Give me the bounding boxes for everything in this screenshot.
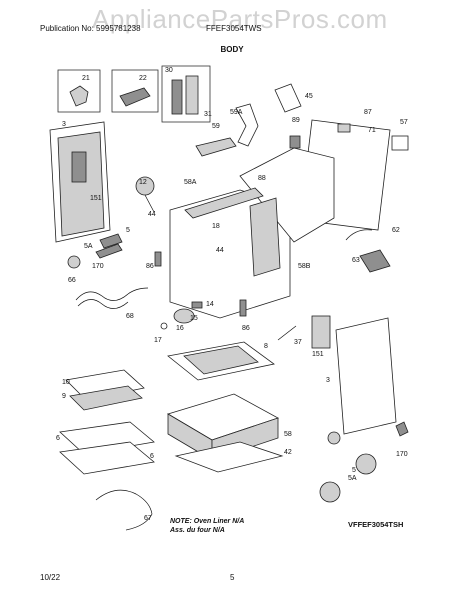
part-45-vent	[274, 83, 302, 113]
part-6-rack-lower	[59, 441, 155, 475]
part-5a-right	[319, 481, 341, 503]
part-label-9: 9	[62, 393, 66, 400]
part-42-drawer-bottom	[174, 441, 284, 473]
part-label-15: 15	[190, 315, 198, 322]
part-label-45: 45	[305, 93, 313, 100]
footer-date: 10/22	[40, 573, 61, 582]
part-label-3: 3	[326, 377, 330, 384]
part-label-86: 86	[242, 325, 250, 332]
part-label-8: 8	[264, 343, 268, 350]
part-170-bracket	[95, 243, 123, 259]
part-label-151: 151	[90, 195, 102, 202]
part-label-30: 30	[165, 67, 173, 74]
part-label-3: 3	[62, 121, 66, 128]
model-number: FFEF3054TWS	[206, 24, 262, 33]
part-30-trim	[171, 79, 183, 115]
publication-number: Publication No: 5995781238	[40, 24, 141, 33]
part-label-6: 6	[56, 435, 60, 442]
part-37-screw	[277, 325, 297, 341]
page-title: BODY	[220, 45, 244, 54]
part-62-wire	[345, 229, 373, 241]
part-170-right	[327, 431, 341, 445]
part-box-21	[57, 69, 101, 113]
footer-page-number: 5	[230, 573, 235, 582]
part-5-hinge-right	[355, 453, 377, 475]
part-label-88: 88	[258, 175, 266, 182]
part-label-44: 44	[148, 211, 156, 218]
part-label-10: 10	[62, 379, 70, 386]
part-label-59: 59	[212, 123, 220, 130]
note: NOTE: Oven Liner N/A Ass. du four N/A	[170, 517, 244, 535]
part-label-18: 18	[212, 223, 220, 230]
note-line-2: Ass. du four N/A	[170, 527, 225, 534]
part-label-63: 63	[352, 257, 360, 264]
part-67-broil-element	[95, 489, 153, 531]
part-86-clip-right	[239, 299, 247, 317]
diagram-code: VFFEF3054TSH	[348, 520, 404, 529]
part-58b-insulation-side	[249, 197, 281, 277]
part-label-170: 170	[92, 263, 104, 270]
part-86-clip-left	[154, 251, 162, 267]
part-89-block	[289, 135, 301, 149]
part-88-rear-wall	[239, 147, 335, 243]
part-label-59a: 59A	[230, 109, 243, 116]
part-151-bracket-left	[71, 151, 87, 183]
part-label-87: 87	[364, 109, 372, 116]
part-63-terminal-block	[359, 249, 391, 273]
part-box-30-31	[161, 65, 211, 123]
part-label-44: 44	[216, 247, 224, 254]
part-3-side-panel-right	[335, 317, 397, 435]
part-170-clip-right	[395, 421, 409, 437]
part-label-89: 89	[292, 117, 300, 124]
part-label-5a: 5A	[348, 475, 357, 482]
part-21-bracket	[69, 85, 89, 107]
note-line-1: NOTE: Oven Liner N/A	[170, 518, 245, 525]
part-10-broil-pan-insert	[65, 369, 145, 401]
part-151-insulation-left	[57, 131, 105, 237]
part-16-light	[173, 308, 195, 324]
part-label-58b: 58B	[298, 263, 311, 270]
part-9-broil-pan	[69, 385, 143, 411]
part-label-17: 17	[154, 337, 162, 344]
part-17-screw	[160, 322, 168, 330]
part-label-86: 86	[146, 263, 154, 270]
part-5a-receptacle	[67, 255, 81, 269]
part-label-5a: 5A	[84, 243, 93, 250]
part-59-channel	[195, 137, 237, 157]
part-label-151: 151	[312, 351, 324, 358]
part-label-31: 31	[204, 111, 212, 118]
part-151-bracket-right	[311, 315, 331, 349]
part-14-socket	[191, 301, 203, 309]
part-label-71: 71	[368, 127, 376, 134]
part-label-5: 5	[126, 227, 130, 234]
part-22-switch	[119, 87, 151, 107]
part-label-14: 14	[206, 301, 214, 308]
part-31-trim	[185, 75, 199, 115]
part-87-clip	[337, 123, 351, 133]
part-label-37: 37	[294, 339, 302, 346]
part-label-21: 21	[82, 75, 90, 82]
part-label-67: 67	[144, 515, 152, 522]
part-label-68: 68	[126, 313, 134, 320]
part-label-12: 12	[139, 179, 147, 186]
part-59a-duct	[235, 103, 259, 147]
part-label-16: 16	[176, 325, 184, 332]
part-label-22: 22	[139, 75, 147, 82]
part-label-66: 66	[68, 277, 76, 284]
part-label-170: 170	[396, 451, 408, 458]
part-label-5: 5	[352, 467, 356, 474]
part-5-hinge	[99, 233, 123, 249]
part-66-element	[75, 287, 149, 301]
part-label-57: 57	[400, 119, 408, 126]
part-57-label	[391, 135, 409, 151]
part-label-58a: 58A	[184, 179, 197, 186]
part-58a-insulation-top	[184, 187, 264, 219]
part-label-42: 42	[284, 449, 292, 456]
part-box-22	[111, 69, 159, 113]
part-label-58: 58	[284, 431, 292, 438]
part-label-62: 62	[392, 227, 400, 234]
part-label-6: 6	[150, 453, 154, 460]
